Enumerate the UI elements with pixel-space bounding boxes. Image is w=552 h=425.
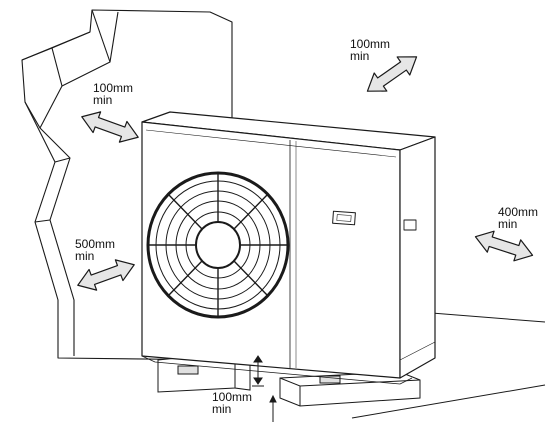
clearance-label-left-wall: 100mm min — [93, 82, 133, 106]
clearance-qualifier: min — [75, 249, 95, 263]
heat-pump-unit — [141, 111, 436, 385]
arrow-right-icon — [471, 225, 537, 267]
clearance-value: 100mm — [93, 81, 134, 95]
clearance-qualifier: min — [498, 217, 518, 231]
fan-guard — [146, 171, 290, 319]
clearance-label-below: 100mm min — [212, 391, 252, 415]
clearance-value: 100mm — [350, 37, 391, 51]
clearance-label-right: 400mm min — [498, 206, 538, 230]
clearance-label-top: 100mm min — [350, 38, 390, 62]
clearance-value: 500mm — [75, 237, 116, 251]
clearance-value: 400mm — [498, 205, 539, 219]
clearance-qualifier: min — [212, 402, 232, 416]
clearance-qualifier: min — [350, 49, 370, 63]
below-dimension-mark — [252, 355, 277, 422]
clearance-qualifier: min — [93, 93, 113, 107]
clearance-value: 100mm — [212, 390, 253, 404]
clearance-label-front: 500mm min — [75, 238, 115, 262]
